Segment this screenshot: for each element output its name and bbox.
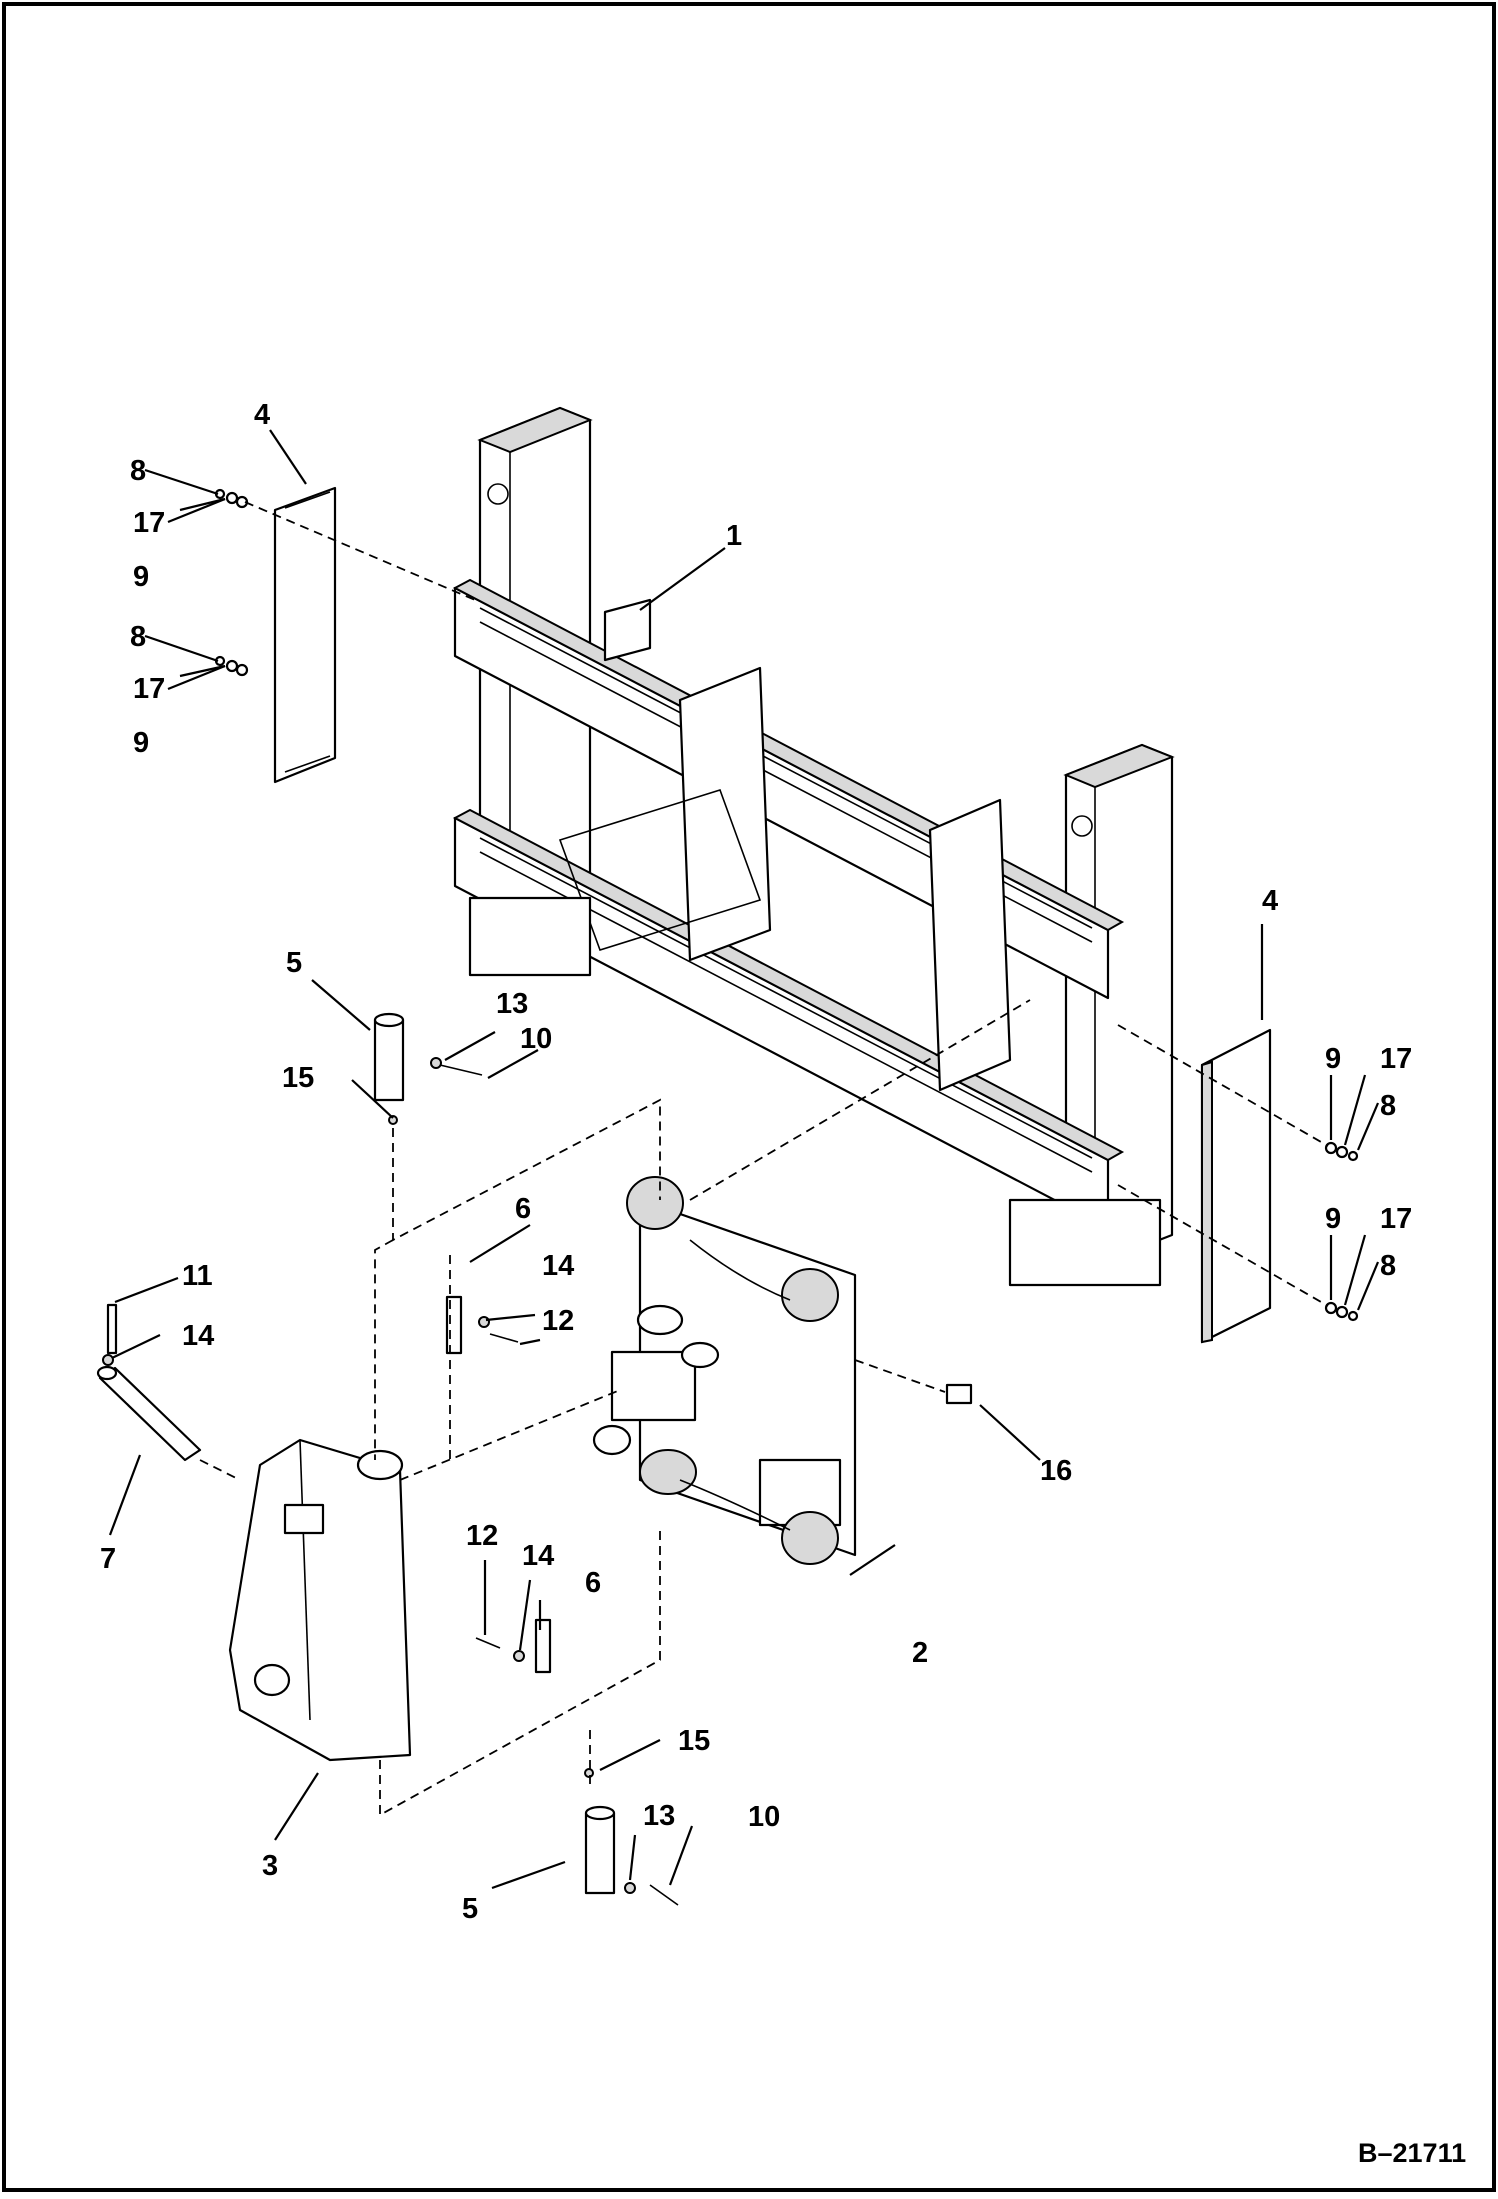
callout-10-top: 10 [520, 1023, 552, 1055]
callout-6-bottom: 6 [585, 1567, 601, 1599]
callout-14-mid: 14 [542, 1250, 574, 1282]
leader-lines [108, 429, 1380, 1890]
callout-labels: 1 2 3 4 4 5 5 6 6 7 8 8 8 8 9 9 9 9 10 1… [100, 399, 1466, 2168]
callout-9-c: 9 [1325, 1043, 1341, 1075]
callout-6-top: 6 [515, 1193, 531, 1225]
callout-17-c: 17 [1380, 1043, 1412, 1075]
callout-4-left: 4 [254, 399, 270, 431]
callout-8-b: 8 [130, 621, 146, 653]
callout-1: 1 [726, 520, 742, 552]
callout-9-a: 9 [133, 561, 149, 593]
callout-4-right: 4 [1262, 885, 1278, 917]
callout-9-b: 9 [133, 727, 149, 759]
callout-8-a: 8 [130, 455, 146, 487]
callout-7: 7 [100, 1543, 116, 1575]
callout-17-d: 17 [1380, 1203, 1412, 1235]
callout-14-left: 14 [182, 1320, 214, 1352]
assembly-dashed-lines [199, 501, 1329, 1817]
hardware-parts [102, 488, 1359, 1906]
callout-14-bottom: 14 [522, 1540, 554, 1572]
callout-15-bottom: 15 [678, 1725, 710, 1757]
callout-8-c: 8 [1380, 1090, 1396, 1122]
callout-17-b: 17 [133, 673, 165, 705]
callout-10-bottom: 10 [748, 1801, 780, 1833]
swivel-carriage-part-2 [592, 1176, 857, 1565]
callout-17-a: 17 [133, 507, 165, 539]
side-guard-left-part-4 [273, 486, 337, 784]
callout-13-bottom: 13 [643, 1800, 675, 1832]
callout-3: 3 [262, 1850, 278, 1882]
callout-12-top: 12 [542, 1305, 574, 1337]
callout-13-top: 13 [496, 988, 528, 1020]
callout-16: 16 [1040, 1455, 1072, 1487]
callout-5-bottom: 5 [462, 1893, 478, 1925]
callout-5-top: 5 [286, 947, 302, 979]
pivot-pin-part-7 [96, 1365, 202, 1462]
callout-11: 11 [182, 1260, 213, 1292]
callout-2: 2 [912, 1637, 928, 1669]
callout-8-d: 8 [1380, 1250, 1396, 1282]
drawing-reference: B–21711 [1358, 2138, 1466, 2168]
main-frame-part-1 [452, 406, 1175, 1287]
mount-bracket-part-3 [228, 1438, 412, 1762]
callout-15-top: 15 [282, 1062, 314, 1094]
callout-9-d: 9 [1325, 1203, 1341, 1235]
callout-12-bottom: 12 [466, 1520, 498, 1552]
